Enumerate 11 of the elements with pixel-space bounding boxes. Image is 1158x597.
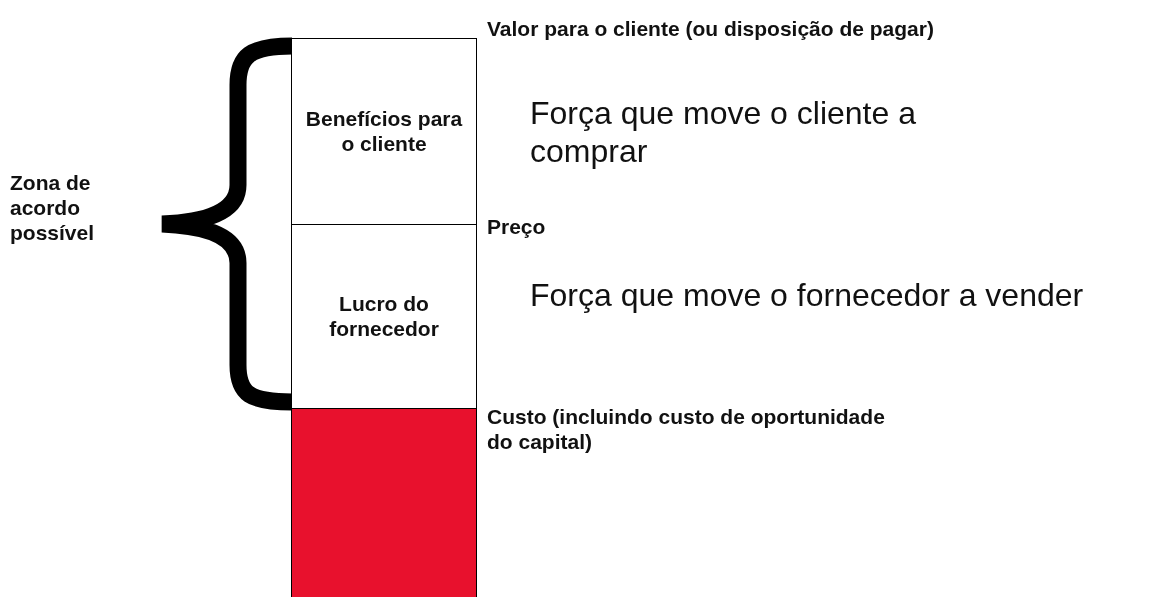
- box-label: Lucro do fornecedor: [328, 292, 440, 341]
- value-box: [291, 224, 477, 409]
- annotation-label: Zona de acordo possível: [10, 170, 96, 246]
- box-label: Benefícios para o cliente: [304, 107, 464, 156]
- description-text: Força que move o fornecedor a vender: [530, 276, 1085, 315]
- cost-bar: [291, 408, 477, 597]
- annotation-label: Valor para o cliente (ou disposição de pagar): [487, 16, 935, 42]
- value-box: [291, 38, 477, 225]
- annotation-label: Custo (incluindo custo de oportunidade do capital): [487, 404, 886, 455]
- description-text: Força que move o cliente a comprar: [530, 94, 917, 171]
- annotation-label: Preço: [487, 214, 547, 240]
